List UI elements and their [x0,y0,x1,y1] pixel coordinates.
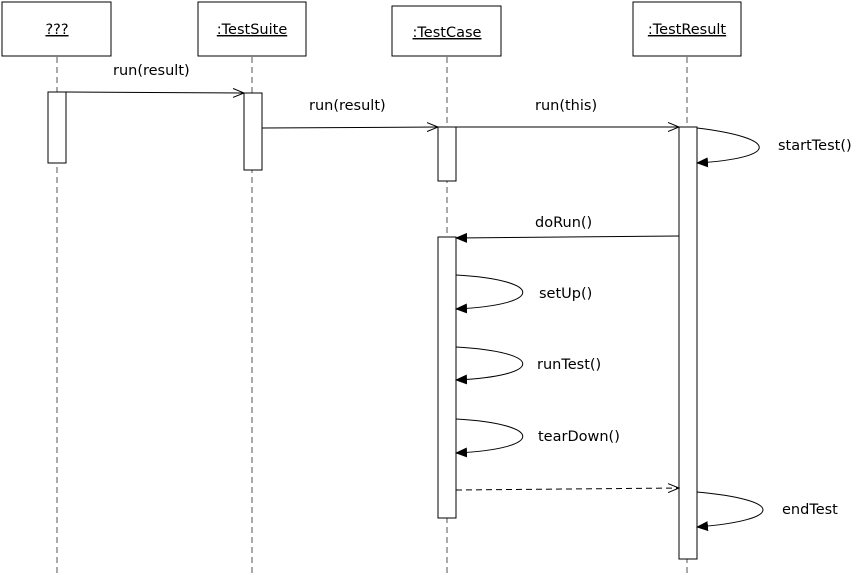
activation-case-2 [437,236,457,519]
message-tear-down-label: tearDown() [538,429,620,445]
message-run-this-label: run(this) [535,98,597,114]
activation-case-1 [437,126,457,182]
message-run-result-2-arrow [261,127,438,128]
message-set-up-arrow [455,274,523,314]
object-testcase: :TestCase [391,5,502,57]
object-unknown-label: ??? [45,22,68,38]
activation-suite [243,92,263,171]
message-start-test-label: startTest() [778,138,852,154]
object-testresult: :TestResult [632,1,742,57]
object-unknown: ??? [1,1,112,57]
message-do-run-label: doRun() [535,215,592,231]
message-run-result-1-label: run(result) [113,63,190,79]
activation-result [678,126,698,560]
message-end-test-label: endTest [782,502,838,518]
object-testsuite: :TestSuite [197,1,307,57]
object-testresult-label: :TestResult [648,22,727,38]
message-return-arrow [455,488,679,490]
message-do-run-arrow [455,232,680,243]
object-testcase-label: :TestCase [413,25,482,41]
message-tear-down-arrow [455,418,523,458]
message-run-result-1-arrow [65,92,244,93]
message-run-result-2-label: run(result) [309,98,386,114]
message-run-test-label: runTest() [537,357,601,373]
object-testsuite-label: :TestSuite [217,22,288,38]
message-end-test-arrow [696,491,764,532]
message-run-test-arrow [455,346,523,385]
activation-unknown [47,91,67,164]
message-start-test-arrow [696,127,760,168]
message-set-up-label: setUp() [539,286,592,302]
